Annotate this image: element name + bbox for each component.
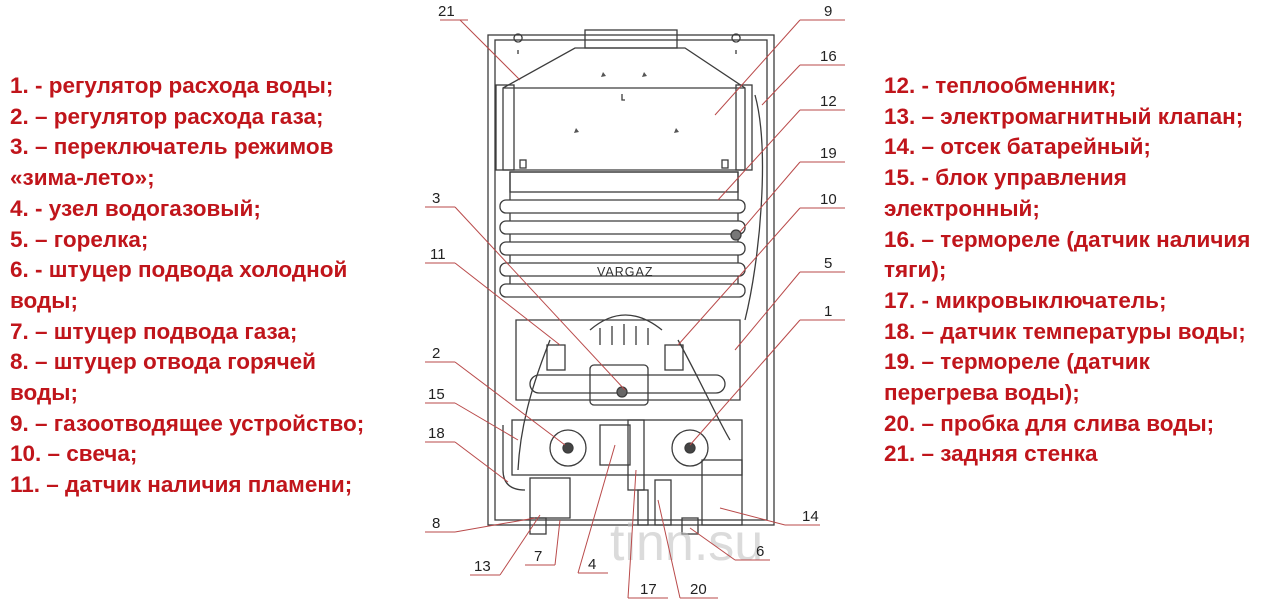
legend-item: 6. - штуцер подвода холодной: [10, 257, 348, 283]
callout-15: 15: [428, 386, 445, 403]
legend-left: 1. - регулятор расхода воды; 2. – регуля…: [10, 71, 364, 501]
callout-5: 5: [824, 255, 832, 272]
callout-7: 7: [534, 548, 542, 565]
legend-right: 12. - теплообменник; 13. – электромагнит…: [884, 71, 1250, 470]
legend-item: 3. – переключатель режимов: [10, 134, 334, 160]
burner: [515, 319, 741, 401]
legend-item: 5. – горелка;: [10, 226, 149, 252]
legend-item: 12. - теплообменник;: [884, 73, 1117, 98]
callout-8: 8: [432, 515, 440, 532]
legend-item: 18. – датчик температуры воды;: [884, 318, 1246, 344]
legend-item: электронный;: [884, 195, 1040, 221]
legend-item: 1. - регулятор расхода воды;: [10, 73, 334, 98]
legend-item: 4. - узел водогазовый;: [10, 195, 261, 221]
mount-hole-left: [513, 33, 523, 54]
callout-3: 3: [432, 190, 440, 207]
battery-compartment: [701, 459, 743, 526]
callout-11: 11: [430, 246, 446, 263]
legend-item: воды;: [10, 287, 78, 313]
water-gas-unit: [511, 419, 743, 476]
draft-diverter: [502, 47, 746, 171]
watermark: tinn.su: [610, 514, 763, 572]
legend-item: 17. - микровыключатель;: [884, 287, 1167, 313]
water-regulator-knob: [671, 429, 709, 467]
callout-19: 19: [820, 145, 837, 162]
callout-21: 21: [438, 3, 455, 20]
legend-item: 10. – свеча;: [10, 441, 138, 467]
legend-item: перегрева воды);: [884, 380, 1080, 406]
callout-16: 16: [820, 48, 837, 65]
brand-label: VARGAZ: [597, 265, 653, 279]
callout-18: 18: [428, 425, 445, 442]
legend-item: 16. – термореле (датчик наличия: [884, 226, 1251, 252]
gas-regulator-knob: [549, 429, 587, 467]
legend-item: 15. - блок управления: [884, 165, 1127, 191]
legend-item: тяги);: [884, 257, 947, 283]
legend-item: 7. – штуцер подвода газа;: [10, 318, 298, 344]
callout-10: 10: [820, 191, 837, 208]
callout-13: 13: [474, 558, 491, 575]
legend-item: 21. – задняя стенка: [884, 441, 1098, 467]
callout-9: 9: [824, 3, 832, 20]
callout-12: 12: [820, 93, 837, 110]
callout-4: 4: [588, 556, 596, 573]
callout-17: 17: [640, 581, 657, 598]
back-wall: [487, 34, 775, 526]
legend-item: 19. – термореле (датчик: [884, 349, 1150, 375]
legend-item: 14. – отсек батарейный;: [884, 134, 1151, 160]
callout-14: 14: [802, 508, 819, 525]
legend-item: «зима-лето»;: [10, 165, 155, 191]
callout-1: 1: [824, 303, 832, 320]
legend-item: 13. – электромагнитный клапан;: [884, 103, 1244, 129]
callout-20: 20: [690, 581, 707, 598]
solenoid-valve: [529, 477, 571, 519]
legend-item: 9. – газоотводящее устройство;: [10, 410, 365, 436]
legend-item: 8. – штуцер отвода горячей: [10, 349, 317, 375]
mount-hole-right: [731, 33, 741, 54]
legend-item: 20. – пробка для слива воды;: [884, 410, 1215, 436]
flue-outlet: [584, 29, 678, 49]
legend-item: 11. – датчик наличия пламени;: [10, 472, 353, 498]
back-wall-inner: [494, 39, 768, 521]
legend-item: воды;: [10, 380, 78, 406]
callout-6: 6: [756, 543, 764, 560]
legend-item: 2. – регулятор расхода газа;: [10, 103, 324, 129]
water-heater-diagram: VARGAZ tinn.su: [425, 3, 845, 599]
callout-2: 2: [432, 345, 440, 362]
